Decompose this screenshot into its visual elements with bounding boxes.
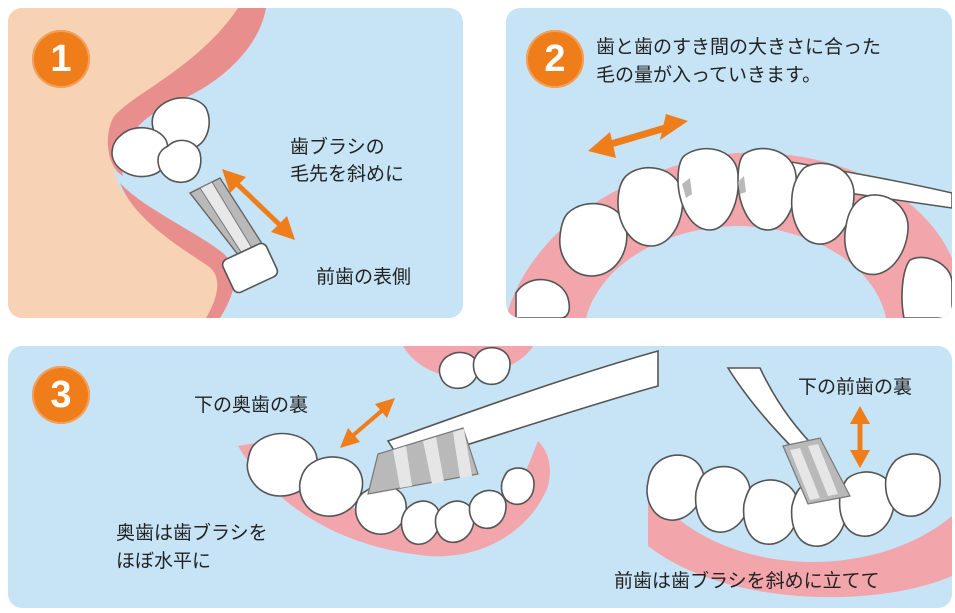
step-1-line-2: 毛先を斜めに: [290, 163, 405, 185]
gum-arch-right: [648, 486, 952, 598]
step-3-left-line-2: ほぼ水平に: [116, 550, 212, 572]
lower-lip: [120, 183, 235, 318]
bristle-tuft: [682, 178, 692, 198]
double-arrow-icon: [222, 169, 295, 240]
upper-lip: [107, 8, 266, 176]
tooth-6: [790, 162, 855, 245]
front-tooth-l2: [434, 500, 475, 543]
step-3-right-title: 下の前歯の裏: [798, 376, 913, 398]
upper-tooth-2: [111, 127, 170, 178]
molar-3: [354, 484, 407, 535]
step-number-badge: 2: [526, 30, 584, 88]
front-tooth-l3: [468, 489, 507, 530]
step-3-illustration: [238, 346, 952, 598]
molar-2: [298, 456, 364, 517]
panel-step-3: 3 下の奥歯の裏 奥歯は歯ブラシを ほぼ水平に 下の前歯の裏 前歯は歯ブラシを斜…: [8, 346, 952, 608]
toothbrush-icon: [726, 367, 851, 505]
lower-front-tooth-3: [742, 479, 799, 545]
step-2-line-1: 歯と歯のすき間の大きさに合った: [596, 36, 882, 58]
lower-front-tooth-2: [694, 465, 751, 533]
upper-tooth-l2: [472, 346, 511, 386]
tooth-8: [901, 256, 952, 318]
panel-step-1: 1 歯ブラシの 毛先を斜めに 前歯の表側: [8, 8, 463, 318]
step-1-line-1: 歯ブラシの: [290, 136, 385, 158]
double-arrow-icon: [588, 114, 688, 158]
lower-front-tooth-1: [646, 454, 705, 521]
tooth-2: [559, 202, 628, 277]
toothbrush-icon: [188, 177, 279, 294]
tooth-1: [515, 278, 571, 318]
front-tooth-l1: [400, 500, 441, 545]
tooth-7: [844, 194, 909, 276]
step-3-left-title: 下の奥歯の裏: [194, 394, 309, 416]
lower-front-tooth-6: [884, 453, 941, 517]
step-1-caption: 前歯の表側: [316, 266, 412, 288]
step-3-left-line-1: 奥歯は歯ブラシを: [116, 522, 268, 544]
panel-step-2: 2 歯と歯のすき間の大きさに合った 毛の量が入っていきます。: [506, 8, 952, 318]
bristle-tuft: [738, 176, 746, 194]
double-arrow-icon: [340, 398, 395, 448]
double-arrow-icon: [850, 406, 870, 468]
step-2-line-2: 毛の量が入っていきます。: [596, 64, 822, 86]
step-2-illustration: [506, 114, 952, 318]
front-tooth-l4: [500, 467, 535, 506]
step-number-badge: 3: [32, 366, 90, 424]
upper-tooth-3: [157, 139, 202, 183]
step-number-badge: 1: [32, 30, 90, 88]
upper-tooth-l1: [438, 351, 479, 390]
tooth-5: [737, 147, 797, 231]
toothbrush-icon: [367, 349, 659, 495]
step-3-right-caption: 前歯は歯ブラシを斜めに立てて: [614, 570, 880, 592]
tooth-3: [617, 167, 684, 247]
tooth-4: [677, 147, 740, 231]
